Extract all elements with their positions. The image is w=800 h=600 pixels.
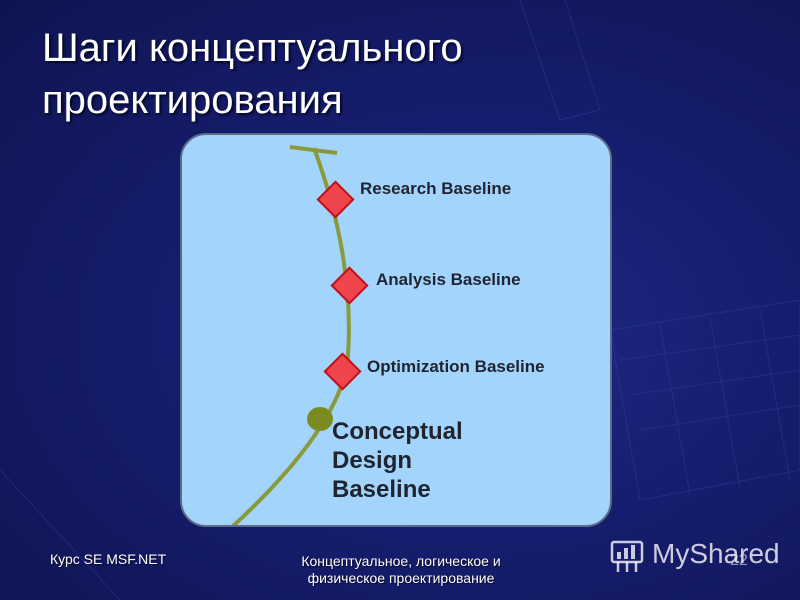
milestone-label-optimization: Optimization Baseline xyxy=(367,357,545,376)
footer-course: Курс SE MSF.NET xyxy=(50,551,167,567)
milestone-diamond-research xyxy=(316,180,355,219)
final-milestone-label-line-2: Design xyxy=(332,447,413,474)
footer-topic-line-2: физическое проектирование xyxy=(307,570,495,586)
final-milestone-circle xyxy=(307,407,333,431)
milestone-label-analysis: Analysis Baseline xyxy=(376,270,521,289)
watermark-text: MyShared xyxy=(652,538,780,569)
watermark: MyShared xyxy=(608,536,788,576)
footer-topic-line-1: Концептуальное, логическое и xyxy=(301,553,501,569)
milestone-path-diagram xyxy=(231,145,369,525)
slide-title-line-1: Шаги концептуального xyxy=(42,26,463,70)
diagram-panel: Research Baseline Analysis Baseline Opti… xyxy=(180,133,612,527)
presentation-board-icon xyxy=(610,540,644,572)
milestone-diamond-analysis xyxy=(330,266,369,305)
page-number: 22 xyxy=(730,552,748,569)
milestone-diamond-optimization xyxy=(323,352,362,391)
slide-title: Шаги концептуального проектирования xyxy=(42,22,762,126)
milestone-label-research: Research Baseline xyxy=(360,179,512,198)
slide-title-line-2: проектирования xyxy=(42,78,343,122)
final-milestone-label-line-3: Baseline xyxy=(332,476,431,503)
final-milestone-label-line-1: Conceptual xyxy=(332,418,463,445)
footer-topic: Концептуальное, логическое и физическое … xyxy=(270,553,532,587)
final-milestone-label: Conceptual Design Baseline xyxy=(332,417,463,504)
timeline-start-cap xyxy=(289,145,338,155)
